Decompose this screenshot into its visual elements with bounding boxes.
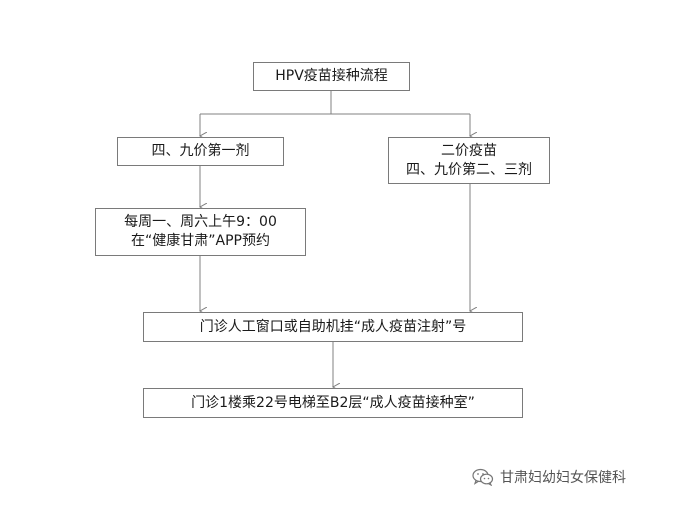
dose1-label: 四、九价第一剂 xyxy=(151,143,250,159)
flowchart-title-box: HPV疫苗接种流程 xyxy=(253,62,410,91)
booking-label-line2: 在“健康甘肃”APP预约 xyxy=(131,233,270,249)
dose23-label-line2: 四、九价第二、三剂 xyxy=(406,161,532,178)
watermark-text: 甘肃妇幼妇女保健科 xyxy=(500,470,626,486)
register-box: 门诊人工窗口或自助机挂“成人疫苗注射”号 xyxy=(143,312,523,342)
dose23-box: 二价疫苗 四、九价第二、三剂 xyxy=(388,137,550,184)
dose1-box: 四、九价第一剂 xyxy=(117,137,284,166)
register-label: 门诊人工窗口或自助机挂“成人疫苗注射”号 xyxy=(199,318,467,335)
watermark: 甘肃妇幼妇女保健科 xyxy=(472,467,626,487)
wechat-icon xyxy=(472,468,494,486)
booking-box: 每周一、周六上午9：00 在“健康甘肃”APP预约 xyxy=(95,208,306,256)
dose23-label-line1: 二价疫苗 xyxy=(441,142,497,159)
booking-label-line1: 每周一、周六上午9：00 xyxy=(124,214,277,230)
vaccination-room-label: 门诊1楼乘22号电梯至B2层“成人疫苗接种室” xyxy=(191,394,475,411)
flowchart-title: HPV疫苗接种流程 xyxy=(275,68,388,84)
vaccination-room-box: 门诊1楼乘22号电梯至B2层“成人疫苗接种室” xyxy=(143,388,523,418)
